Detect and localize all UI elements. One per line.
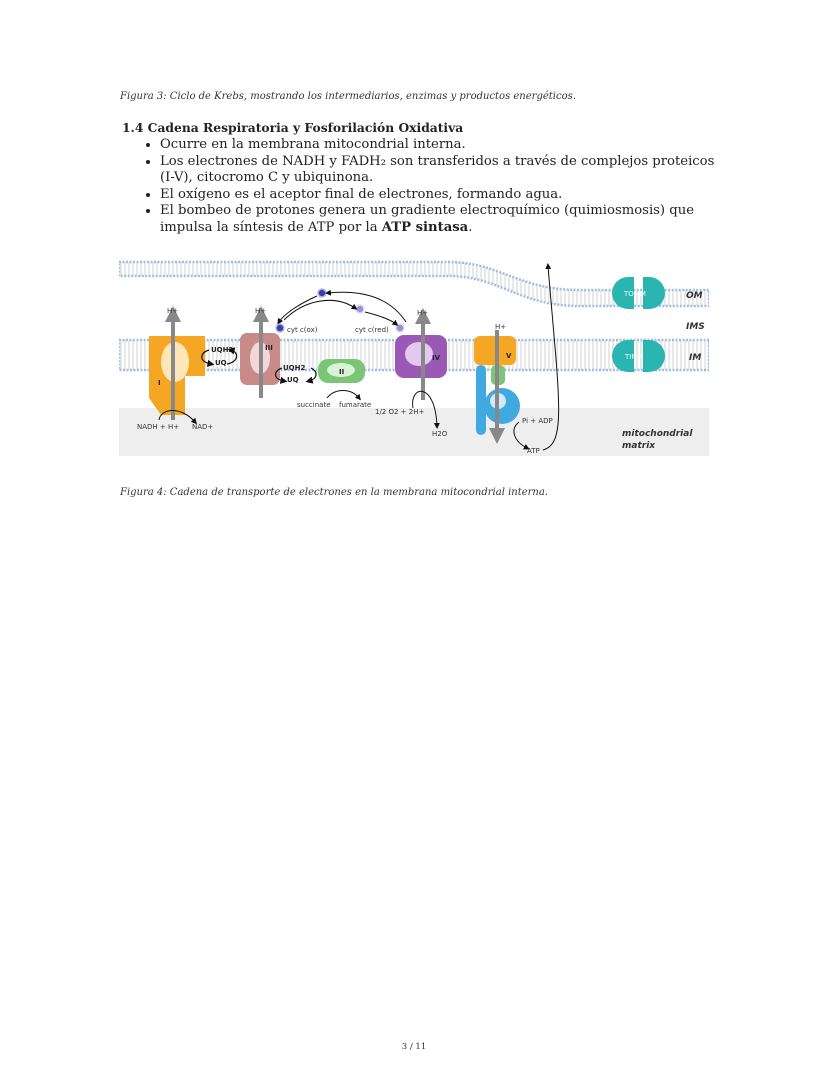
svg-text:matrix: matrix [622, 441, 656, 451]
cyt-c-icon [355, 304, 365, 314]
svg-text:TIMM: TIMM [624, 353, 643, 361]
svg-text:V: V [506, 352, 512, 360]
section-heading: 1.4 Cadena Respiratoria y Fosforilación … [122, 120, 464, 135]
svg-text:NAD+: NAD+ [192, 423, 213, 431]
svg-text:H+: H+ [255, 307, 266, 315]
cyt-c-ox-icon [275, 323, 285, 333]
svg-text:cyt c(red): cyt c(red) [355, 326, 389, 334]
cyt-c-icon [317, 288, 327, 298]
svg-text:cyt c(ox): cyt c(ox) [287, 326, 318, 334]
matrix-region [119, 408, 709, 456]
cyt-c-red-icon [395, 323, 405, 333]
svg-text:UQ: UQ [215, 359, 227, 367]
complex-v-atp-synthase: V [474, 336, 520, 435]
svg-text:OM: OM [686, 291, 703, 301]
svg-text:UQH2: UQH2 [283, 364, 305, 372]
svg-text:II: II [339, 368, 344, 376]
svg-text:NADH + H+: NADH + H+ [137, 423, 179, 431]
svg-text:TOMM: TOMM [623, 290, 646, 298]
svg-text:H+: H+ [495, 323, 506, 331]
svg-text:IMS: IMS [686, 322, 705, 332]
svg-text:fumarate: fumarate [339, 401, 371, 409]
bullet-item: Los electrones de NADH y FADH₂ son trans… [160, 154, 720, 187]
svg-text:UQH2: UQH2 [211, 346, 233, 354]
svg-text:ATP: ATP [527, 447, 540, 455]
complex-ii: II [318, 359, 365, 383]
complex-i: I [149, 336, 205, 415]
svg-text:UQ: UQ [287, 376, 299, 384]
electron-transport-chain-diagram: I III II IV V TOMM TIMM H+ [119, 260, 709, 456]
bullet-item: El bombeo de protones genera un gradient… [160, 203, 720, 236]
svg-text:Pi + ADP: Pi + ADP [522, 417, 553, 425]
figure-4-caption: Figura 4: Cadena de transporte de electr… [120, 487, 549, 498]
bullet-list: Ocurre en la membrana mitocondrial inter… [138, 137, 720, 236]
page-number: 3 / 11 [401, 1042, 427, 1052]
bullet-item: El oxígeno es el aceptor final de electr… [160, 187, 720, 204]
svg-text:IM: IM [689, 353, 701, 363]
svg-text:IV: IV [432, 354, 441, 362]
figure-3-caption: Figura 3: Ciclo de Krebs, mostrando los … [120, 91, 576, 102]
svg-text:H+: H+ [167, 307, 178, 315]
svg-text:H+: H+ [417, 309, 428, 317]
svg-text:H2O: H2O [432, 430, 448, 438]
svg-text:succinate: succinate [297, 401, 331, 409]
outer-membrane [119, 260, 709, 308]
svg-text:III: III [265, 344, 273, 352]
bullet-item: Ocurre en la membrana mitocondrial inter… [160, 137, 720, 154]
svg-text:mitochondrial: mitochondrial [622, 429, 693, 439]
svg-text:I: I [158, 379, 161, 387]
tomm-complex: TOMM [612, 277, 665, 309]
svg-text:1/2 O2 + 2H+: 1/2 O2 + 2H+ [375, 408, 424, 416]
timm-complex: TIMM [612, 340, 665, 372]
